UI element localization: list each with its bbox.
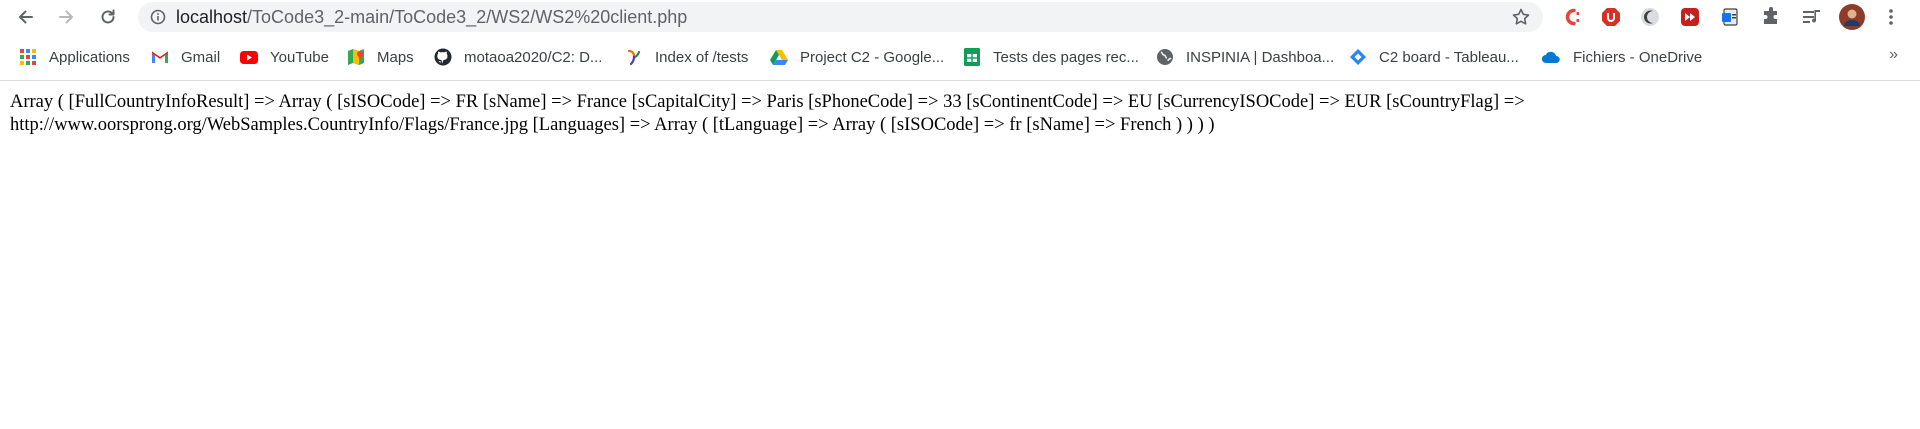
bookmark-project-c2[interactable]: Project C2 - Google... — [770, 45, 944, 69]
index-icon — [625, 48, 643, 66]
browser-chrome: localhost/ToCode3_2-main/ToCode3_2/WS2/W… — [0, 0, 1920, 81]
bookmark-star-icon[interactable] — [1511, 7, 1531, 27]
bookmark-label: C2 board - Tableau... — [1379, 48, 1519, 66]
bookmark-label: Index of /tests — [655, 48, 749, 66]
bookmark-label: Maps — [377, 48, 414, 66]
reload-icon — [101, 9, 115, 24]
bookmark-label: Applications — [49, 48, 130, 66]
bookmark-inspinia[interactable]: INSPINIA | Dashboa... — [1156, 45, 1334, 69]
bookmark-label: motaoa2020/C2: D... — [464, 48, 603, 66]
c2-extension-icon[interactable] — [1561, 6, 1583, 28]
google-sheets-icon — [963, 48, 981, 66]
bookmark-maps[interactable]: Maps — [347, 45, 414, 69]
maps-icon — [347, 48, 365, 66]
browser-toolbar: localhost/ToCode3_2-main/ToCode3_2/WS2/W… — [0, 0, 1920, 34]
bookmark-github[interactable]: motaoa2020/C2: D... — [434, 45, 602, 69]
extensions-puzzle-icon[interactable] — [1760, 6, 1782, 28]
forward-button[interactable] — [52, 3, 80, 31]
bookmark-label: Fichiers - OneDrive — [1573, 48, 1703, 66]
forward-arrow-icon — [59, 10, 73, 24]
profile-avatar[interactable] — [1839, 4, 1865, 30]
office-extension-icon[interactable] — [1719, 6, 1741, 28]
address-bar[interactable]: localhost/ToCode3_2-main/ToCode3_2/WS2/W… — [138, 2, 1543, 32]
gmail-icon — [151, 48, 169, 66]
bookmark-label: INSPINIA | Dashboa... — [1186, 48, 1335, 66]
site-info-icon[interactable] — [149, 8, 167, 26]
google-drive-icon — [770, 48, 788, 66]
bookmarks-bar: Applications Gmail YouTube Maps motaoa20… — [0, 34, 1920, 80]
fast-forward-extension-icon[interactable] — [1679, 6, 1701, 28]
youtube-icon — [240, 48, 258, 66]
media-queue-icon[interactable] — [1800, 6, 1822, 28]
bookmark-gmail[interactable]: Gmail — [151, 45, 220, 69]
back-button[interactable] — [12, 3, 40, 31]
onedrive-icon — [1541, 48, 1561, 66]
diamond-icon — [1349, 48, 1367, 66]
bookmark-tests-pages[interactable]: Tests des pages rec... — [963, 45, 1139, 69]
apps-grid-icon — [19, 48, 37, 66]
bookmark-label: Gmail — [181, 48, 221, 66]
bookmark-label: YouTube — [270, 48, 329, 66]
back-arrow-icon — [19, 10, 33, 24]
url-path: /ToCode3_2-main/ToCode3_2/WS2/WS2%20clie… — [247, 6, 688, 27]
dark-mode-extension-icon[interactable] — [1639, 6, 1661, 28]
bookmark-c2-board[interactable]: C2 board - Tableau... — [1349, 45, 1519, 69]
bookmark-onedrive[interactable]: Fichiers - OneDrive — [1541, 45, 1702, 69]
bookmark-label: Tests des pages rec... — [993, 48, 1139, 66]
php-output-text: Array ( [FullCountryInfoResult] => Array… — [10, 92, 1525, 135]
bookmark-label: Project C2 - Google... — [800, 48, 945, 66]
github-icon — [434, 48, 452, 66]
reload-button[interactable] — [94, 3, 122, 31]
more-bookmarks-button[interactable]: » — [1889, 46, 1898, 63]
bookmark-youtube[interactable]: YouTube — [240, 45, 329, 69]
globe-icon — [1156, 48, 1174, 66]
browser-menu-icon[interactable] — [1880, 6, 1902, 28]
bookmark-applications[interactable]: Applications — [19, 45, 130, 69]
ublock-extension-icon[interactable] — [1600, 6, 1622, 28]
bookmark-index-tests[interactable]: Index of /tests — [625, 45, 748, 69]
url-text[interactable]: localhost/ToCode3_2-main/ToCode3_2/WS2/W… — [176, 7, 687, 28]
url-host: localhost — [176, 6, 248, 27]
